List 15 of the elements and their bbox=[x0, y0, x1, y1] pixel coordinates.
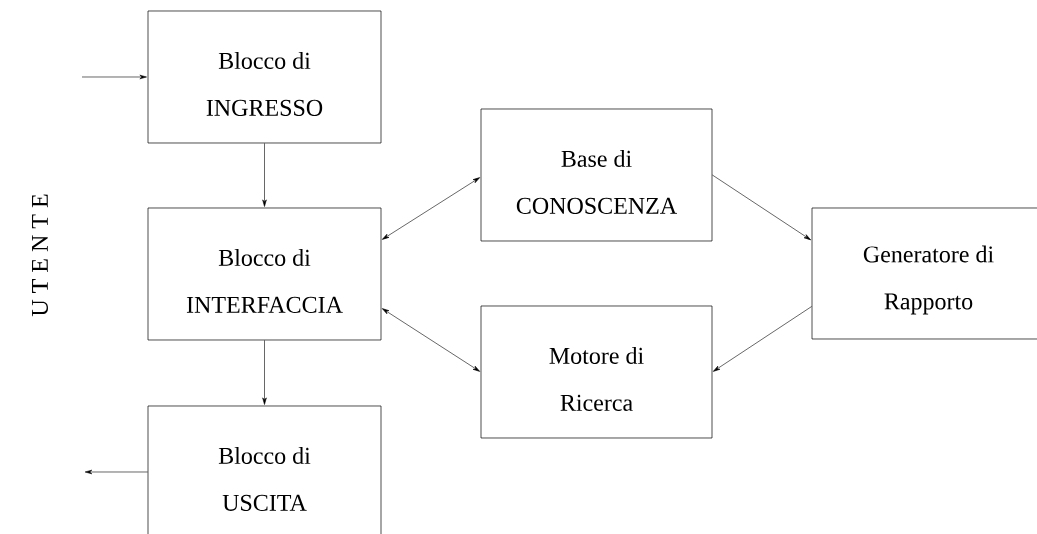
process-box: Base di CONOSCENZA bbox=[480, 108, 713, 242]
arrow bbox=[382, 177, 480, 240]
process-box: Blocco di USCITA bbox=[147, 405, 382, 534]
arrow bbox=[84, 469, 148, 475]
process-box: Blocco di INGRESSO bbox=[147, 10, 382, 144]
process-box: Motore di Ricerca bbox=[480, 305, 713, 439]
arrow bbox=[713, 306, 812, 372]
process-box: Blocco di INTERFACCIA bbox=[147, 207, 382, 341]
arrow bbox=[262, 340, 267, 405]
arrow bbox=[262, 143, 267, 207]
side-label: U T E N T E bbox=[32, 194, 48, 317]
arrow bbox=[81, 74, 147, 80]
arrow bbox=[712, 174, 811, 241]
arrow bbox=[382, 308, 480, 372]
process-box: Generatore di Rapporto bbox=[811, 207, 1037, 340]
